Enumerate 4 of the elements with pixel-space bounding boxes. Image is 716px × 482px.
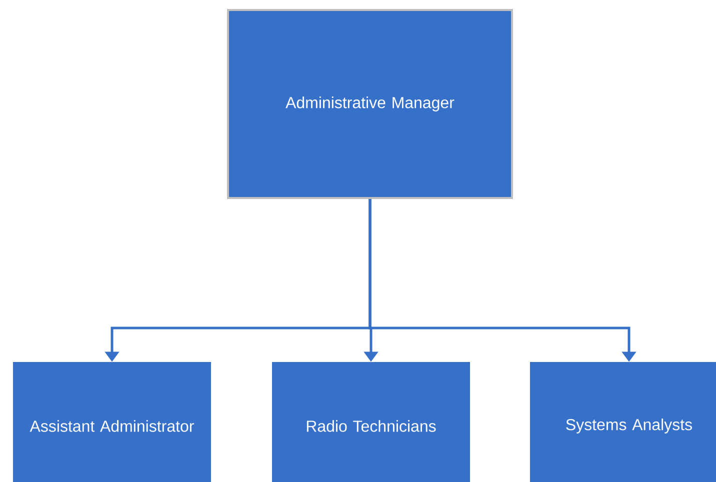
box: Radio Technicians <box>272 362 470 482</box>
box: Assistant Administrator <box>13 362 211 482</box>
box: Systems Analysts <box>530 362 716 482</box>
box: Administrative Manager <box>227 9 513 199</box>
